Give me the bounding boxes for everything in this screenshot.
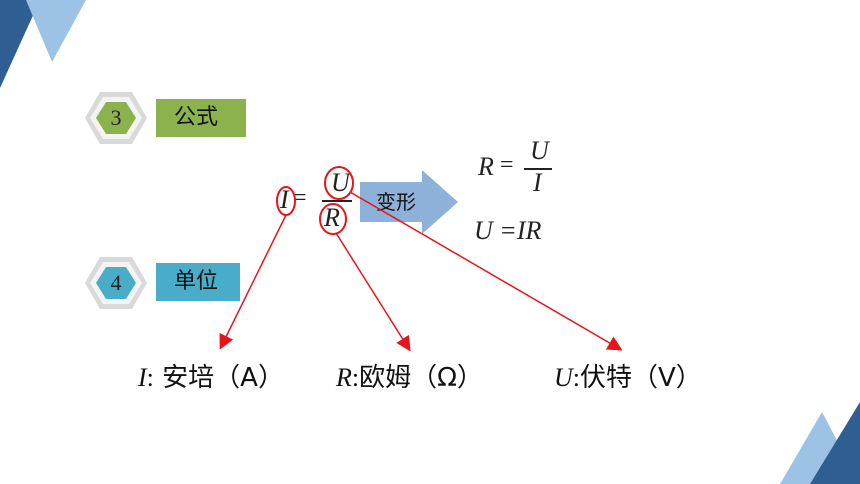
- section3-number: 3: [110, 105, 122, 130]
- section4-number: 4: [110, 270, 122, 295]
- section4-label: 单位: [156, 263, 240, 301]
- derived-u-formula: U =IR: [474, 216, 542, 245]
- top-left-decoration: [0, 0, 86, 88]
- derived-r-numerator: U: [530, 136, 549, 165]
- unit-current-colon: :: [146, 363, 154, 392]
- derived-r-denominator: I: [533, 168, 542, 197]
- section4-number-hexagon: 4: [84, 255, 148, 311]
- arrow-r: [335, 232, 411, 352]
- derived-fraction-bar: [524, 168, 552, 170]
- unit-resistance-name: 欧姆（Ω）: [359, 363, 483, 393]
- unit-voltage-colon: :: [572, 363, 581, 392]
- transform-label: 变形: [376, 190, 416, 214]
- section3-number-hexagon: 3: [84, 90, 148, 146]
- derived-r-lhs: R: [478, 152, 494, 181]
- formula-lhs: I: [280, 185, 289, 214]
- unit-current-symbol: I: [138, 363, 147, 392]
- unit-voltage: U:伏特（V）: [554, 357, 702, 394]
- bottom-right-decoration: [780, 402, 860, 484]
- hexagon-icon: [85, 257, 147, 309]
- unit-current-name: 安培（A）: [153, 363, 284, 393]
- formula-equals: =: [293, 185, 307, 211]
- unit-resistance-colon: :: [351, 363, 360, 392]
- formula-fraction-bar: [322, 200, 352, 202]
- unit-voltage-symbol: U: [554, 363, 573, 392]
- section3-label: 公式: [156, 99, 246, 137]
- unit-resistance: R:欧姆（Ω）: [336, 357, 483, 394]
- formula-numerator: U: [331, 168, 350, 197]
- hexagon-icon: [85, 92, 147, 144]
- unit-current: I: 安培（A）: [138, 357, 284, 394]
- formula-denominator: R: [324, 203, 340, 232]
- derived-r-equals: =: [500, 152, 514, 178]
- unit-voltage-name: 伏特（V）: [580, 363, 702, 393]
- unit-resistance-symbol: R: [336, 363, 352, 392]
